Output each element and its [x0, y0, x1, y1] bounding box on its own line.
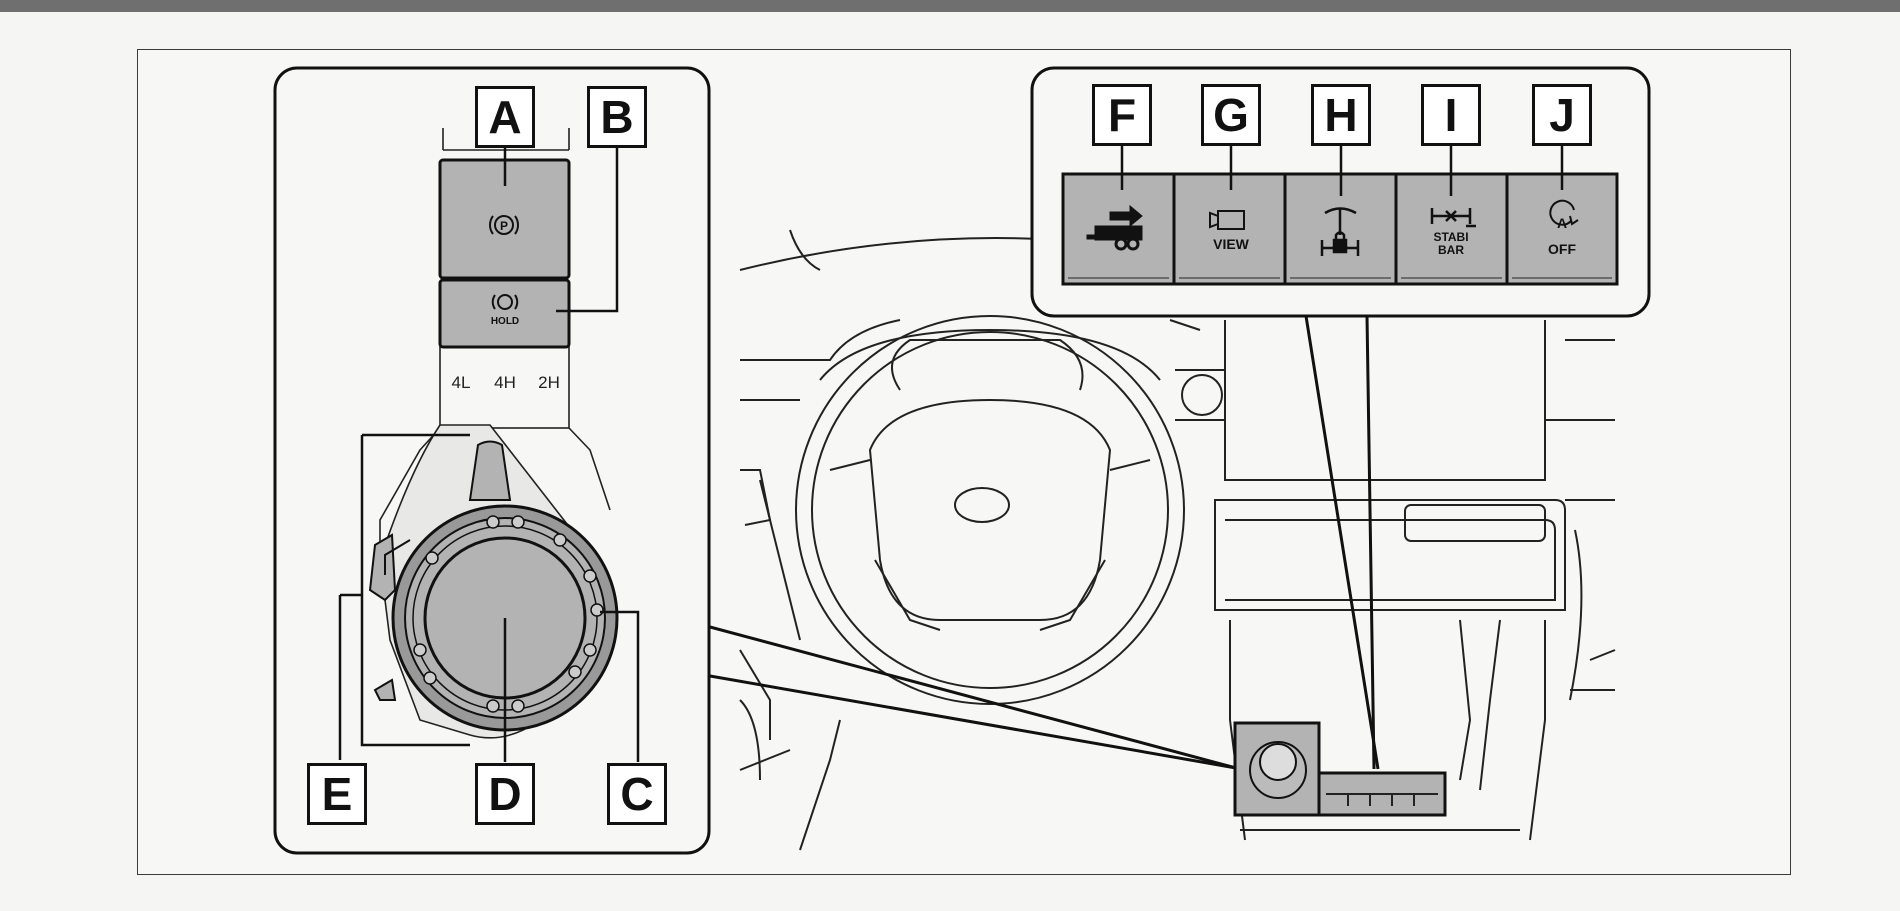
brake-hold-icon: [491, 294, 519, 310]
off-label: OFF: [1548, 241, 1576, 257]
callout-a: A: [475, 86, 535, 148]
stabilizer-disconnect-icon: [1430, 208, 1476, 228]
camera-view-icon: [1209, 210, 1245, 230]
callout-j: J: [1532, 84, 1592, 146]
stabi-label: STABI: [1433, 230, 1468, 244]
auto-start-stop-off-icon: A: [1549, 199, 1579, 231]
callout-f: F: [1092, 84, 1152, 146]
top-bar: [0, 0, 1900, 12]
callout-leaders-right: [1120, 146, 1564, 196]
shift-console: [379, 128, 611, 580]
shift-label-2h: 2H: [538, 373, 560, 392]
shift-label-4l: 4L: [452, 373, 471, 392]
svg-text:A: A: [1557, 215, 1567, 231]
dashboard-illustration: [739, 229, 1616, 851]
shift-label-4h: 4H: [494, 373, 516, 392]
brake-hold-button[interactable]: [438, 278, 571, 349]
parking-brake-icon: P: [489, 215, 519, 235]
auto-off-button[interactable]: [1505, 172, 1619, 286]
hold-label: HOLD: [491, 316, 519, 327]
trailer-icon: [1086, 204, 1143, 251]
bar-label: BAR: [1438, 243, 1464, 257]
callout-h: H: [1311, 84, 1371, 146]
drive-mode-dial[interactable]: [368, 424, 619, 739]
zoom-leader-lines: [709, 315, 1380, 770]
callout-i: I: [1421, 84, 1481, 146]
callout-e: E: [307, 763, 367, 825]
callout-g: G: [1201, 84, 1261, 146]
callout-b: B: [587, 86, 647, 148]
callout-c: C: [607, 763, 667, 825]
view-label: VIEW: [1213, 236, 1250, 252]
callout-leaders-left: [338, 140, 640, 762]
callout-d: D: [475, 763, 535, 825]
svg-text:P: P: [500, 219, 508, 233]
differential-lock-icon: [1320, 207, 1360, 256]
